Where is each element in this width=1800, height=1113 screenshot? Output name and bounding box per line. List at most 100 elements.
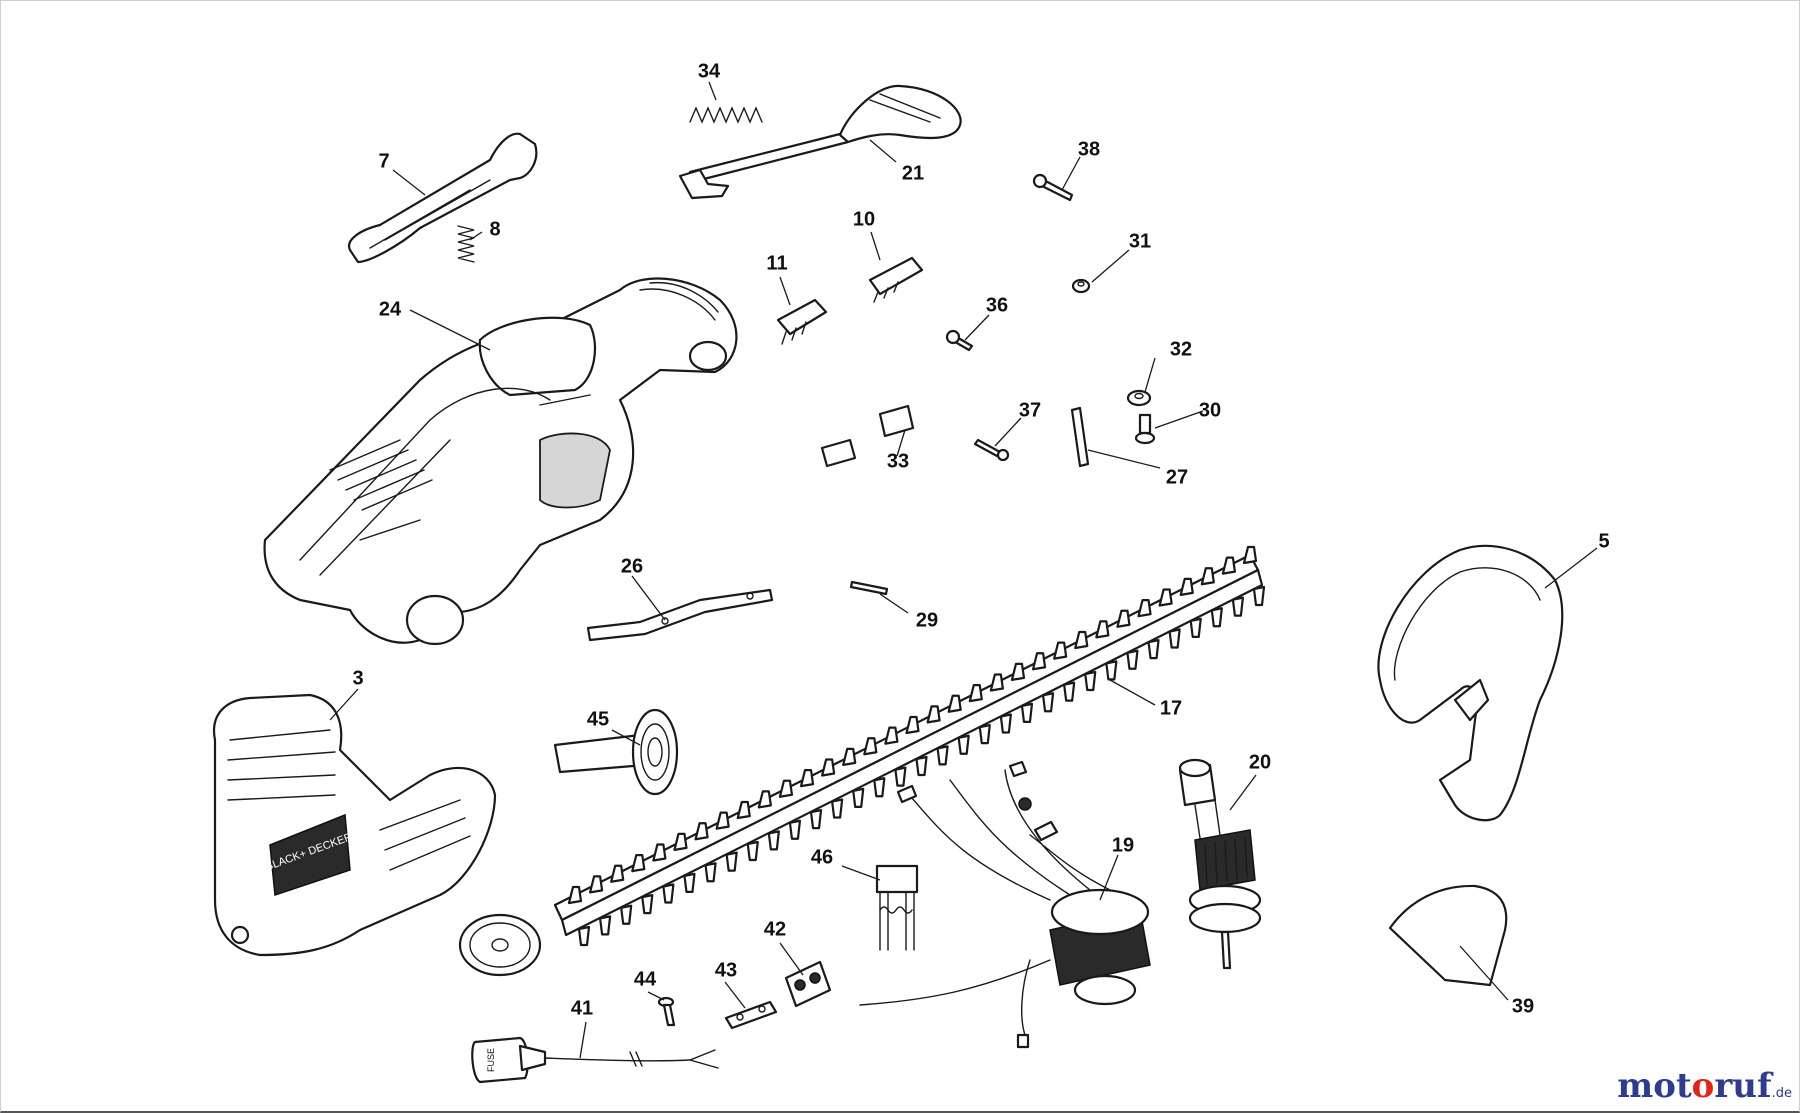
watermark-tld: .de: [1771, 1086, 1792, 1101]
blade-tooth-lower: [1041, 692, 1055, 713]
part-38-pin: [1032, 173, 1074, 202]
part-31-nut: [1071, 278, 1091, 294]
blade-tooth-lower: [852, 787, 865, 808]
callout-26: 26: [621, 555, 643, 577]
part-21-handle-lever: [678, 84, 962, 200]
watermark-accent: o: [1691, 1066, 1715, 1106]
callout-34: 34: [698, 60, 721, 82]
callout-46: 46: [811, 846, 833, 868]
blade-tooth-upper: [1158, 588, 1173, 607]
part-27-rod: [1070, 406, 1090, 468]
blade-tooth-lower: [1147, 639, 1160, 660]
callout-7: 7: [378, 150, 389, 172]
part-41-power-cord: FUSE: [471, 1036, 719, 1084]
blade-tooth-lower: [1231, 596, 1245, 617]
blade-tooth-upper: [1031, 652, 1047, 671]
part-19-field-coil-wiring: [859, 760, 1151, 1049]
callout-labels: 34 21 7 8 38 31 10 11 24 36 32 37 30 33 …: [352, 60, 1609, 1019]
blade-tooth-lower: [683, 872, 696, 893]
blade-tooth-upper: [757, 790, 772, 809]
blade-tooth-upper: [947, 694, 962, 713]
blade-tooth-upper: [905, 715, 920, 735]
part-3-motor-housing: BLACK+ DECKER: [212, 693, 497, 957]
blade-tooth-lower: [746, 840, 759, 862]
callout-32: 32: [1170, 338, 1192, 360]
blade-tooth-lower: [725, 851, 738, 872]
blade-tooth-lower: [1084, 670, 1097, 692]
blade-tooth-upper: [989, 673, 1004, 692]
blade-tooth-upper: [968, 684, 983, 703]
blade-tooth-lower: [704, 862, 717, 883]
blade-tooth-lower: [1252, 585, 1266, 607]
part-46-capacitor: [875, 864, 919, 951]
blade-tooth-upper: [736, 800, 751, 820]
blade-tooth-lower: [641, 894, 654, 915]
blade-tooth-lower: [662, 883, 675, 904]
callout-8: 8: [489, 218, 500, 240]
blade-tooth-upper: [799, 769, 815, 788]
callout-19: 19: [1112, 834, 1134, 856]
callout-45: 45: [587, 708, 609, 730]
blade-tooth-lower: [1126, 649, 1139, 670]
blade-tooth-upper: [778, 779, 794, 798]
blade-tooth-upper: [1221, 556, 1237, 575]
callout-10: 10: [853, 208, 875, 230]
part-5-hand-guard: [1377, 544, 1564, 822]
callout-24: 24: [379, 298, 402, 320]
blade-tooth-lower: [788, 819, 802, 840]
callout-29: 29: [916, 609, 938, 631]
callout-5: 5: [1598, 530, 1609, 552]
part-11-micro-switch: [776, 298, 828, 345]
part-39-label-shield: [1388, 884, 1508, 987]
callout-37: 37: [1019, 399, 1041, 421]
blade-tooth-lower: [1063, 681, 1076, 702]
watermark-suffix: ruf: [1714, 1066, 1772, 1106]
blade-tooth-upper: [588, 875, 604, 894]
blade-tooth-lower: [873, 777, 886, 798]
callout-42: 42: [764, 918, 786, 940]
blade-tooth-lower: [999, 713, 1012, 734]
callout-43: 43: [715, 959, 737, 981]
callout-3: 3: [352, 667, 363, 689]
part-26-bracket: [586, 588, 774, 642]
blade-tooth-upper: [631, 854, 646, 873]
part-8-spring: [457, 225, 475, 263]
part-33-blocks: [820, 404, 915, 468]
blade-tooth-lower: [1168, 628, 1181, 649]
blade-tooth-lower: [620, 904, 633, 925]
callout-21: 21: [902, 162, 924, 184]
blade-tooth-upper: [1200, 567, 1215, 586]
blade-tooth-upper: [1095, 620, 1110, 639]
blade-tooth-upper: [652, 843, 667, 862]
blade-tooth-lower: [1020, 702, 1034, 723]
blade-tooth-lower: [915, 755, 928, 777]
blade-tooth-lower: [577, 925, 591, 947]
blade-tooth-upper: [1010, 662, 1026, 681]
part-10-micro-switch: [868, 256, 924, 303]
blade-tooth-upper: [1074, 630, 1089, 650]
part-34-spring: [689, 106, 763, 124]
blade-tooth-upper: [567, 885, 583, 905]
callout-20: 20: [1249, 751, 1271, 773]
part-24-main-housing: [263, 277, 738, 646]
blade-tooth-upper: [610, 864, 625, 883]
blade-tooth-upper: [842, 747, 857, 766]
blade-tooth-lower: [1210, 607, 1223, 628]
blade-tooth-lower: [894, 766, 907, 787]
callout-17: 17: [1160, 697, 1182, 719]
part-32-washer-nut: [1126, 389, 1152, 407]
part-43-cord-clamp: [724, 1000, 778, 1030]
fuse-label: FUSE: [486, 1048, 496, 1072]
blade-tooth-lower: [936, 745, 949, 766]
callout-30: 30: [1199, 399, 1221, 421]
blade-tooth-lower: [957, 734, 970, 755]
blade-tooth-upper: [1242, 545, 1258, 565]
leader-lines: [329, 81, 1598, 1059]
part-42-terminal-block: [784, 960, 832, 1008]
blade-tooth-upper: [863, 737, 878, 756]
part-17-blade-assembly: [458, 545, 1266, 977]
motoruf-watermark[interactable]: motoruf.de: [1617, 1066, 1792, 1106]
callout-31: 31: [1129, 230, 1151, 252]
part-44-screw: [657, 996, 676, 1027]
